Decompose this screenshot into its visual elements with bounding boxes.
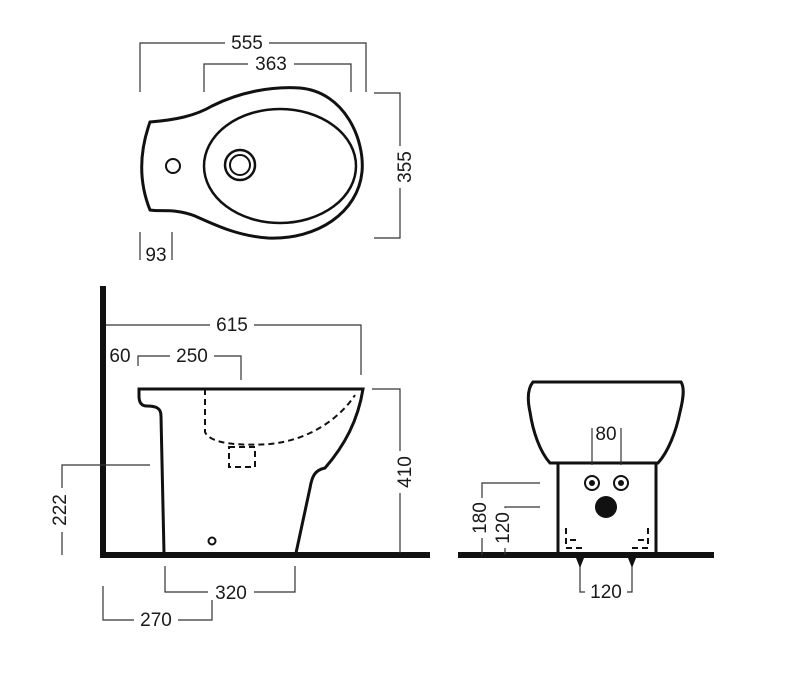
dim-overall-length: 615: [216, 315, 248, 336]
dim-height-high: 180: [470, 502, 491, 534]
front-view-pedestal: [556, 463, 658, 553]
tap-hole: [165, 158, 181, 174]
dim-fixing-spacing: 120: [590, 582, 622, 603]
dim-supply-height: 222: [50, 494, 71, 526]
fixing-bracket-right: [632, 528, 649, 549]
front-view: 80 180 120 120: [458, 380, 714, 604]
top-view-bowl: [202, 107, 358, 225]
drain-inner: [229, 154, 251, 176]
top-view: 555 363 355 93: [139, 30, 416, 266]
side-view: 615 60 250 410 222 320 270: [48, 286, 430, 632]
fixing-arrow-left: [576, 558, 584, 568]
dim-wall-gap: 60: [109, 346, 130, 367]
supply-right-inner: [618, 480, 624, 486]
side-view-outline: [137, 387, 365, 554]
dim-base: 320: [215, 583, 247, 604]
dim-bowl-width: 363: [255, 54, 287, 75]
fixing-hole: [207, 536, 217, 546]
fixing-bracket-left: [565, 528, 582, 549]
waste-outlet: [595, 496, 617, 518]
fixing-arrow-right: [628, 558, 636, 568]
dim-overall-width: 555: [231, 33, 263, 54]
dim-height-low: 120: [493, 512, 514, 544]
dim-height: 410: [395, 456, 416, 488]
supply-left-inner: [589, 480, 595, 486]
dim-outlet-spacing-top: 80: [595, 424, 616, 445]
drain-hidden: [228, 446, 256, 468]
dim-wall-to-base: 270: [140, 610, 172, 631]
bowl-hidden-line: [204, 389, 356, 446]
dim-depth: 355: [395, 151, 416, 183]
dim-tap-offset: 93: [145, 245, 166, 266]
dim-inlet: 250: [176, 346, 208, 367]
